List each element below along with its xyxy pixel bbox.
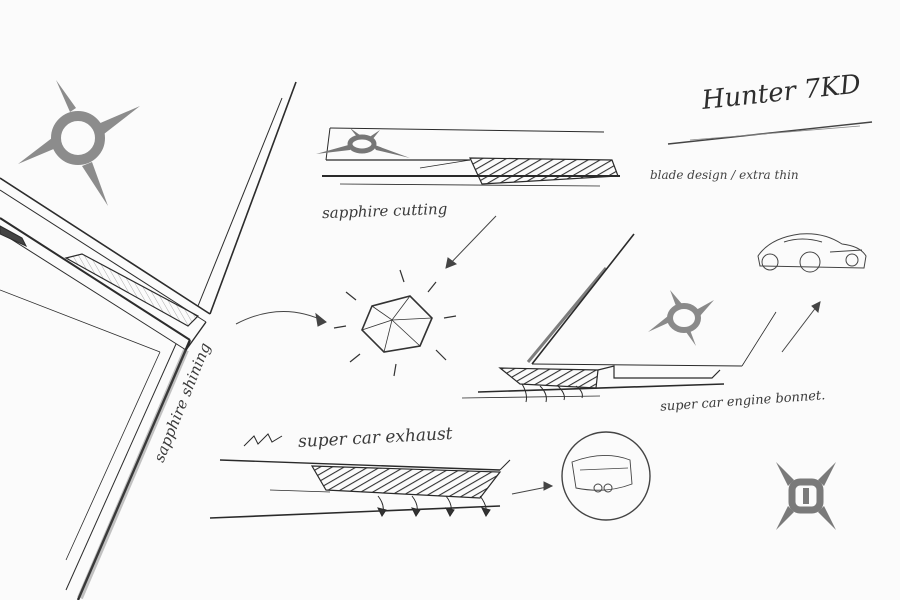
label-blade-design: blade design / extra thin bbox=[650, 168, 799, 182]
scribble-mark bbox=[243, 433, 283, 447]
title-underline bbox=[667, 121, 873, 145]
exhaust-closeup-icon bbox=[561, 431, 651, 521]
bonnet-laptop-sketch bbox=[461, 233, 777, 403]
logo-emblem-small-icon bbox=[316, 128, 410, 158]
arrow-to-exhaust-closeup bbox=[511, 481, 554, 495]
sapphire-gem-icon bbox=[333, 269, 457, 377]
blade-side-view-sketch bbox=[316, 127, 620, 187]
arrow-from-cutting bbox=[445, 215, 497, 269]
logo-emblem-medium-icon bbox=[648, 290, 714, 346]
supercar-sketch-icon bbox=[757, 233, 867, 273]
logo-emblem-large-icon bbox=[18, 80, 140, 206]
arrow-to-car bbox=[781, 301, 821, 353]
logo-emblem-bottom-icon bbox=[776, 462, 836, 530]
arrow-to-gem bbox=[235, 311, 327, 327]
exhaust-vent-sketch bbox=[209, 433, 511, 519]
laptop-frame-corner-sketch bbox=[0, 81, 297, 600]
